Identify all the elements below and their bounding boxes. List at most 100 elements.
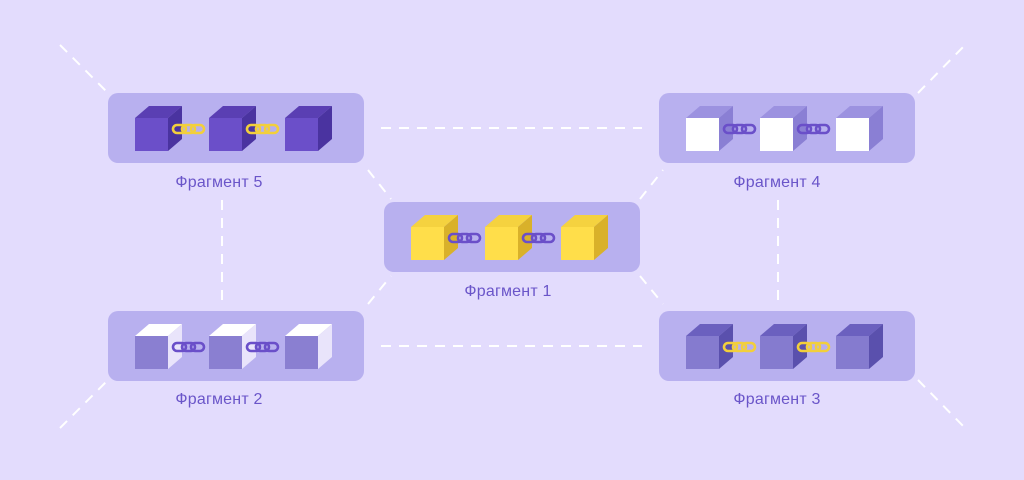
cube-front bbox=[285, 336, 318, 369]
dashed-connector-11 bbox=[59, 379, 109, 429]
chain-link-2 bbox=[521, 232, 556, 244]
fragment-panel-4 bbox=[108, 311, 364, 381]
cube-top bbox=[285, 106, 332, 118]
chain-link-1 bbox=[447, 232, 482, 244]
chain-link-2 bbox=[796, 341, 831, 353]
fragment-panel-2 bbox=[659, 93, 915, 163]
cube-top bbox=[836, 106, 883, 118]
dashed-connector-10 bbox=[917, 44, 966, 94]
cube-front bbox=[760, 336, 793, 369]
cube-side bbox=[719, 324, 733, 369]
cube-top bbox=[135, 324, 182, 336]
fragment-panel-3 bbox=[384, 202, 640, 272]
cube-side bbox=[869, 106, 883, 151]
cube-side bbox=[793, 324, 807, 369]
chain-ring bbox=[805, 123, 822, 135]
cube-top bbox=[411, 215, 458, 227]
fragment-4-label: Фрагмент 4 bbox=[733, 174, 821, 191]
cube-front bbox=[686, 336, 719, 369]
fragment-5-label: Фрагмент 5 bbox=[175, 174, 263, 191]
chain-link-2 bbox=[796, 123, 831, 135]
fragment-panels bbox=[108, 93, 915, 381]
chain-ring bbox=[245, 341, 262, 353]
cube-side bbox=[719, 106, 733, 151]
cube-top bbox=[686, 324, 733, 336]
chain-link-1 bbox=[722, 341, 757, 353]
chain-ring bbox=[254, 123, 271, 135]
dashed-connector-12 bbox=[917, 379, 966, 429]
chain-ring bbox=[814, 123, 831, 135]
cube-top bbox=[135, 106, 182, 118]
cube-front bbox=[485, 227, 518, 260]
cube-3 bbox=[836, 324, 883, 369]
chain-ring bbox=[722, 123, 739, 135]
cube-front bbox=[209, 118, 242, 151]
chain-ring bbox=[245, 123, 262, 135]
cube-top bbox=[209, 324, 256, 336]
chain-ring bbox=[731, 341, 748, 353]
chain-ring bbox=[465, 232, 482, 244]
dashed-connector-6 bbox=[639, 169, 664, 200]
cube-side bbox=[869, 324, 883, 369]
chain-ring bbox=[740, 123, 757, 135]
cube-front bbox=[209, 336, 242, 369]
cube-side bbox=[168, 106, 182, 151]
chain-ring bbox=[805, 341, 822, 353]
connector-lines bbox=[59, 44, 966, 429]
cube-1 bbox=[411, 215, 458, 260]
cube-side bbox=[594, 215, 608, 260]
dashed-connector-5 bbox=[367, 169, 392, 200]
cube-3 bbox=[285, 324, 332, 369]
cube-2 bbox=[760, 106, 807, 151]
dashed-connector-9 bbox=[59, 44, 109, 94]
fragment-1-label: Фрагмент 1 bbox=[464, 283, 552, 300]
chain-ring bbox=[171, 123, 188, 135]
cube-1 bbox=[686, 324, 733, 369]
cube-top bbox=[760, 106, 807, 118]
chain-ring bbox=[456, 232, 473, 244]
cube-1 bbox=[135, 106, 182, 151]
cube-3 bbox=[836, 106, 883, 151]
chain-ring bbox=[796, 123, 813, 135]
chain-ring bbox=[180, 123, 197, 135]
fragment-panel-1 bbox=[108, 93, 364, 163]
chain-ring bbox=[189, 341, 206, 353]
cube-front bbox=[561, 227, 594, 260]
chain-ring bbox=[530, 232, 547, 244]
cube-front bbox=[135, 336, 168, 369]
cube-top bbox=[285, 324, 332, 336]
cube-1 bbox=[135, 324, 182, 369]
cube-front bbox=[135, 118, 168, 151]
cube-top bbox=[561, 215, 608, 227]
fragment-3-label: Фрагмент 3 bbox=[733, 391, 821, 408]
cube-front bbox=[760, 118, 793, 151]
chain-ring bbox=[171, 341, 188, 353]
dashed-connector-7 bbox=[367, 275, 392, 305]
cube-side bbox=[318, 106, 332, 151]
cube-side bbox=[318, 324, 332, 369]
chain-ring bbox=[796, 341, 813, 353]
cube-2 bbox=[209, 106, 256, 151]
chain-ring bbox=[254, 341, 271, 353]
cube-side bbox=[793, 106, 807, 151]
chain-link-1 bbox=[171, 341, 206, 353]
cube-top bbox=[686, 106, 733, 118]
chain-link-1 bbox=[722, 123, 757, 135]
cube-side bbox=[518, 215, 532, 260]
cube-2 bbox=[760, 324, 807, 369]
cube-front bbox=[411, 227, 444, 260]
chain-ring bbox=[263, 341, 280, 353]
cube-top bbox=[836, 324, 883, 336]
cube-3 bbox=[561, 215, 608, 260]
fragment-2-label: Фрагмент 2 bbox=[175, 391, 263, 408]
cube-top bbox=[209, 106, 256, 118]
cube-front bbox=[836, 118, 869, 151]
chain-ring bbox=[539, 232, 556, 244]
cube-3 bbox=[285, 106, 332, 151]
cube-front bbox=[285, 118, 318, 151]
chain-ring bbox=[189, 123, 206, 135]
chain-ring bbox=[447, 232, 464, 244]
cube-side bbox=[444, 215, 458, 260]
chain-ring bbox=[731, 123, 748, 135]
chain-ring bbox=[722, 341, 739, 353]
